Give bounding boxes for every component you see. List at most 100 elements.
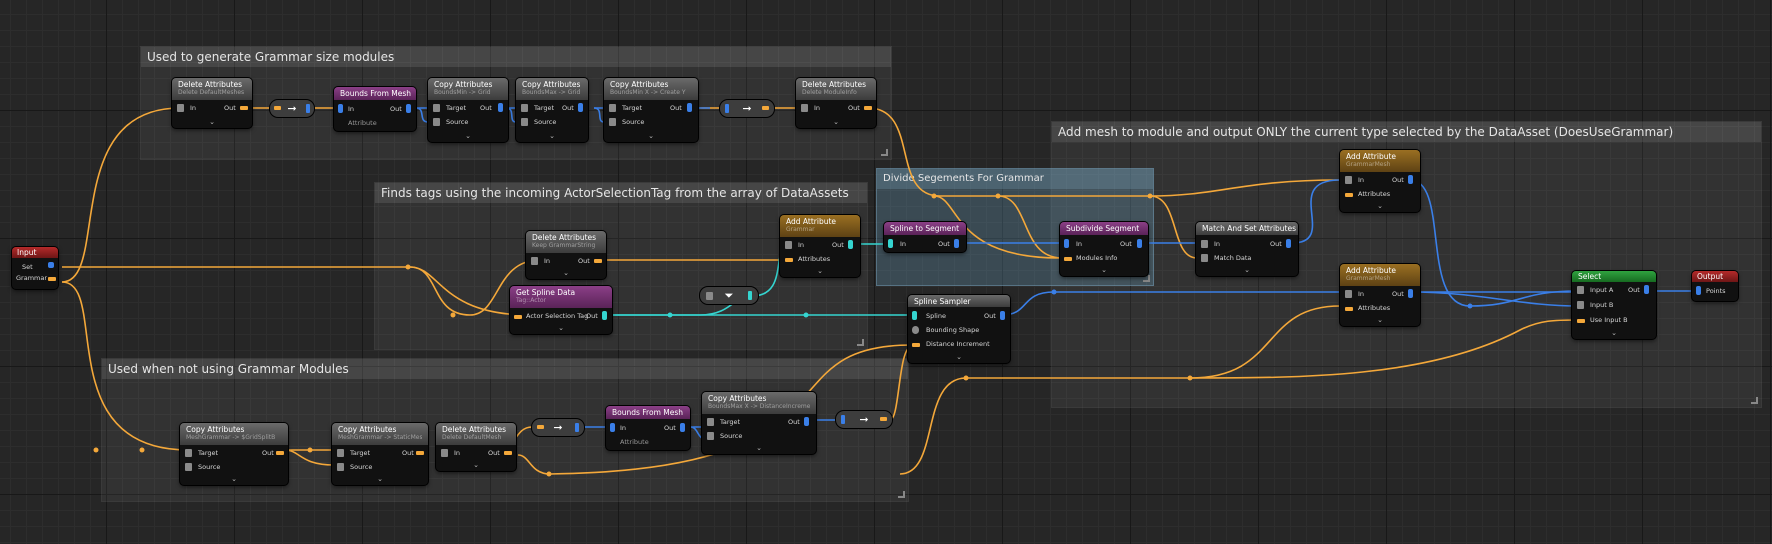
pin-out[interactable] [848,240,853,249]
pin-out[interactable] [680,423,685,432]
node-bounds-from-mesh[interactable]: Bounds From Mesh In Out Attribute [606,406,690,450]
chevron-down-icon[interactable]: ⌄ [473,461,479,469]
pin-out[interactable] [864,106,872,110]
chevron-down-icon[interactable]: ⌄ [1244,266,1250,274]
node-subdivide-segment[interactable]: Subdivide Segment In Out Modules Info ⌄ [1060,222,1148,276]
pin-in[interactable] [1064,239,1069,248]
chevron-down-icon[interactable]: ⌄ [1101,266,1107,274]
pin-spline[interactable] [912,311,917,320]
pin-modules-info[interactable] [1064,257,1072,261]
pin-use-input-b[interactable] [1577,319,1585,323]
pin-attributes[interactable] [785,258,793,262]
pin-distance[interactable] [912,343,920,347]
node-title: Copy Attributes [522,80,581,89]
pin-out[interactable] [804,417,809,426]
chevron-down-icon[interactable]: ⌄ [648,132,654,140]
grid-icon [185,449,192,457]
reroute-node[interactable]: ➞ [270,100,314,117]
comment-find-tags[interactable]: Finds tags using the incoming ActorSelec… [374,182,868,350]
pin-out[interactable] [416,451,424,455]
pin-label: Attribute [620,438,649,446]
node-spline-sampler[interactable]: Spline Sampler Spline Out Bounding Shape… [908,295,1010,363]
chevron-down-icon[interactable]: ⌄ [209,118,215,126]
node-output[interactable]: Output Points [1692,271,1738,301]
pin-grammar[interactable] [48,277,56,281]
pin-in[interactable] [1696,286,1701,295]
pin-out[interactable] [1000,311,1005,320]
node-bounds-from-mesh[interactable]: Bounds From Mesh In Out Attribute [334,87,416,131]
reroute-node[interactable]: ➞ [836,411,892,428]
node-subtitle: BoundsMax -> Grid [522,89,581,96]
chevron-down-icon[interactable]: ⌄ [558,324,564,332]
chevron-down-icon[interactable]: ⌄ [1377,202,1383,210]
pin-out[interactable] [1408,175,1413,184]
pin-out[interactable] [687,103,692,112]
chevron-down-icon[interactable]: ⌄ [549,132,555,140]
chevron-down-icon[interactable]: ⌄ [1611,329,1617,337]
pin-out[interactable] [498,103,503,112]
pin-label: Out [848,104,860,112]
chevron-down-icon[interactable]: ⌄ [377,475,383,483]
pin-out[interactable] [240,106,248,110]
node-title: Spline to Segment [890,224,960,233]
pin-out[interactable] [594,259,602,263]
pin-in[interactable] [338,104,343,113]
chevron-down-icon[interactable]: ⌄ [465,132,471,140]
pin-tag[interactable] [514,315,522,319]
resize-handle-icon[interactable] [881,149,888,156]
resize-handle-icon[interactable] [898,491,905,498]
pin-out[interactable] [406,104,411,113]
pin-attributes[interactable] [1345,193,1353,197]
pin-out[interactable] [1137,239,1142,248]
pin-set[interactable] [48,262,54,268]
pin-out[interactable] [504,451,512,455]
pin-out[interactable] [1286,239,1291,248]
resize-handle-icon[interactable] [1751,397,1758,404]
pin-in[interactable] [888,239,893,248]
pin-out[interactable] [954,239,959,248]
chevron-down-icon[interactable]: ⌄ [817,267,823,275]
pin-attributes[interactable] [1345,307,1353,311]
node-subtitle: GrammarMesh [1346,161,1391,168]
resize-handle-icon[interactable] [857,339,864,346]
pin-in[interactable] [610,423,615,432]
pin-out[interactable] [1644,285,1649,294]
chevron-down-icon[interactable]: ⌄ [833,118,839,126]
filter-node[interactable]: ⏷ [700,287,758,304]
node-subtitle: BoundsMax X -> DistanceIncrement [708,403,810,410]
node-title: Delete Attributes [532,233,597,242]
node-subtitle: Keep GrammarString [532,242,596,249]
reroute-node[interactable]: ➞ [720,100,774,117]
node-input[interactable]: Input Set Grammar [12,247,58,289]
chevron-down-icon[interactable]: ⌄ [563,269,569,277]
resize-handle-icon[interactable] [1143,275,1150,282]
grid-icon [1577,286,1584,294]
pin-out[interactable] [1408,289,1413,298]
chevron-down-icon[interactable]: ⌄ [231,475,237,483]
chevron-down-icon[interactable]: ⌄ [1377,316,1383,324]
node-select[interactable]: Select Input A Out Input B Use Input B ⌄ [1572,271,1656,339]
node-match-and-set-attributes[interactable]: Match And Set Attributes In Out Match Da… [1196,222,1298,276]
chevron-down-icon[interactable]: ⌄ [756,444,762,452]
pin-out[interactable] [276,451,284,455]
pin-out[interactable] [578,103,583,112]
reroute-node[interactable]: ➞ [532,419,584,436]
chevron-down-icon[interactable]: ⌄ [956,353,962,361]
node-spline-to-segment[interactable]: Spline to Segment In Out [884,222,966,252]
pin-out[interactable] [602,311,607,320]
